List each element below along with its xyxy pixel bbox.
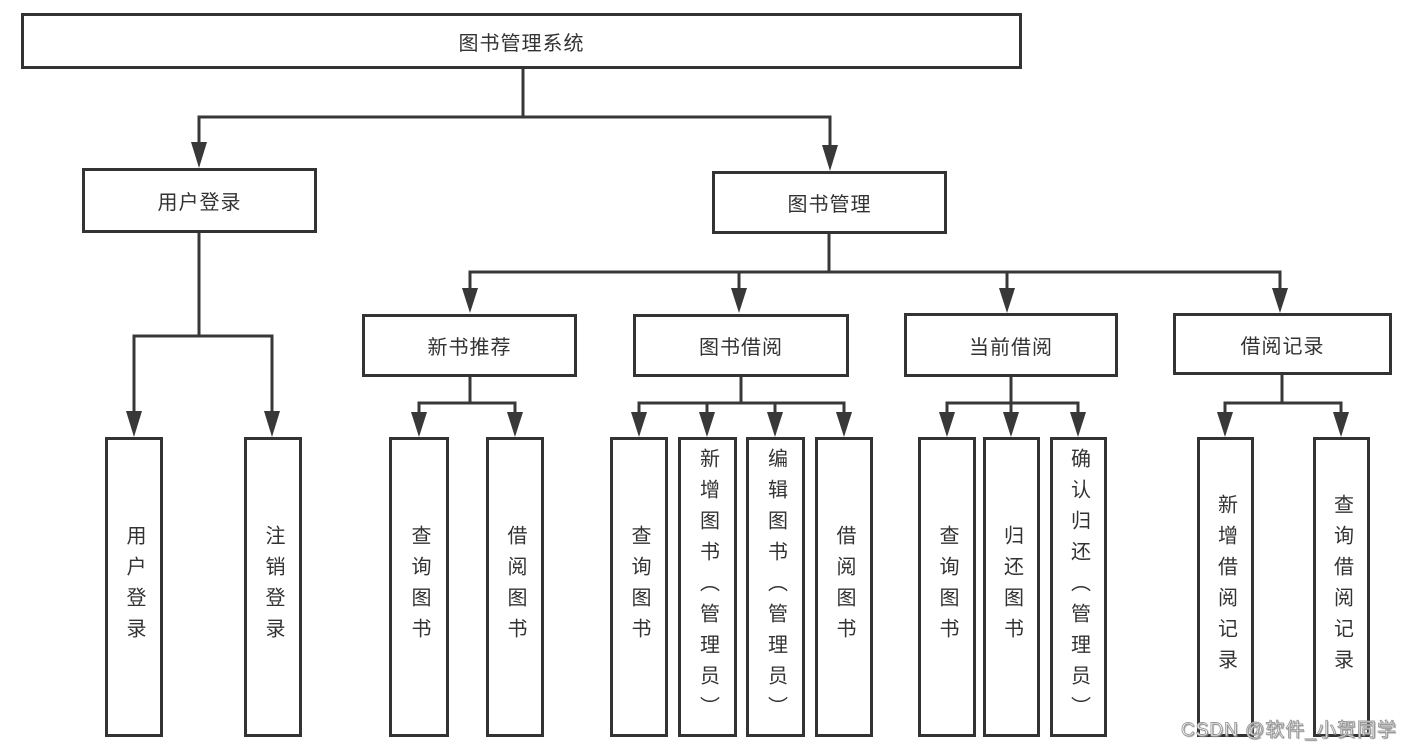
- leaf-cb-return-books: 归还图书: [983, 437, 1040, 737]
- leaf-logout: 注销登录: [244, 437, 302, 737]
- leaf-bb-edit-books-admin: 编辑图书（管理员）: [746, 437, 805, 737]
- connector-borrowing-records: [1217, 375, 1349, 437]
- leaf-user-login: 用户登录: [105, 437, 163, 737]
- connector-book-borrowing: [631, 377, 852, 437]
- node-user-login: 用户登录: [82, 168, 317, 233]
- connector-new-book-recommend: [411, 377, 523, 437]
- leaf-nbr-borrow-books: 借阅图书: [486, 437, 544, 737]
- node-borrowing-records: 借阅记录: [1173, 313, 1392, 375]
- csdn-watermark: CSDN @软件_小贺同学: [1181, 720, 1397, 742]
- leaf-bb-add-books-admin: 新增图书（管理员）: [678, 437, 737, 737]
- node-root-system: 图书管理系统: [21, 13, 1022, 69]
- leaf-nbr-query-books: 查询图书: [389, 437, 449, 737]
- connector-book-management: [462, 234, 1288, 313]
- node-book-borrowing: 图书借阅: [633, 314, 849, 377]
- leaf-bb-borrow-books: 借阅图书: [815, 437, 873, 737]
- node-book-management: 图书管理: [712, 171, 947, 234]
- connector-current-borrowing: [939, 377, 1086, 437]
- connector-root: [191, 69, 838, 171]
- leaf-br-add-record: 新增借阅记录: [1197, 437, 1254, 737]
- leaf-cb-query-books: 查询图书: [918, 437, 976, 737]
- leaf-cb-confirm-return: 确认归还（管理员）: [1050, 437, 1107, 737]
- leaf-br-query-record: 查询借阅记录: [1313, 437, 1370, 737]
- node-new-book-recommend: 新书推荐: [362, 314, 577, 377]
- connector-user-login: [126, 233, 280, 437]
- node-current-borrowing: 当前借阅: [904, 313, 1118, 377]
- leaf-bb-query-books: 查询图书: [610, 437, 668, 737]
